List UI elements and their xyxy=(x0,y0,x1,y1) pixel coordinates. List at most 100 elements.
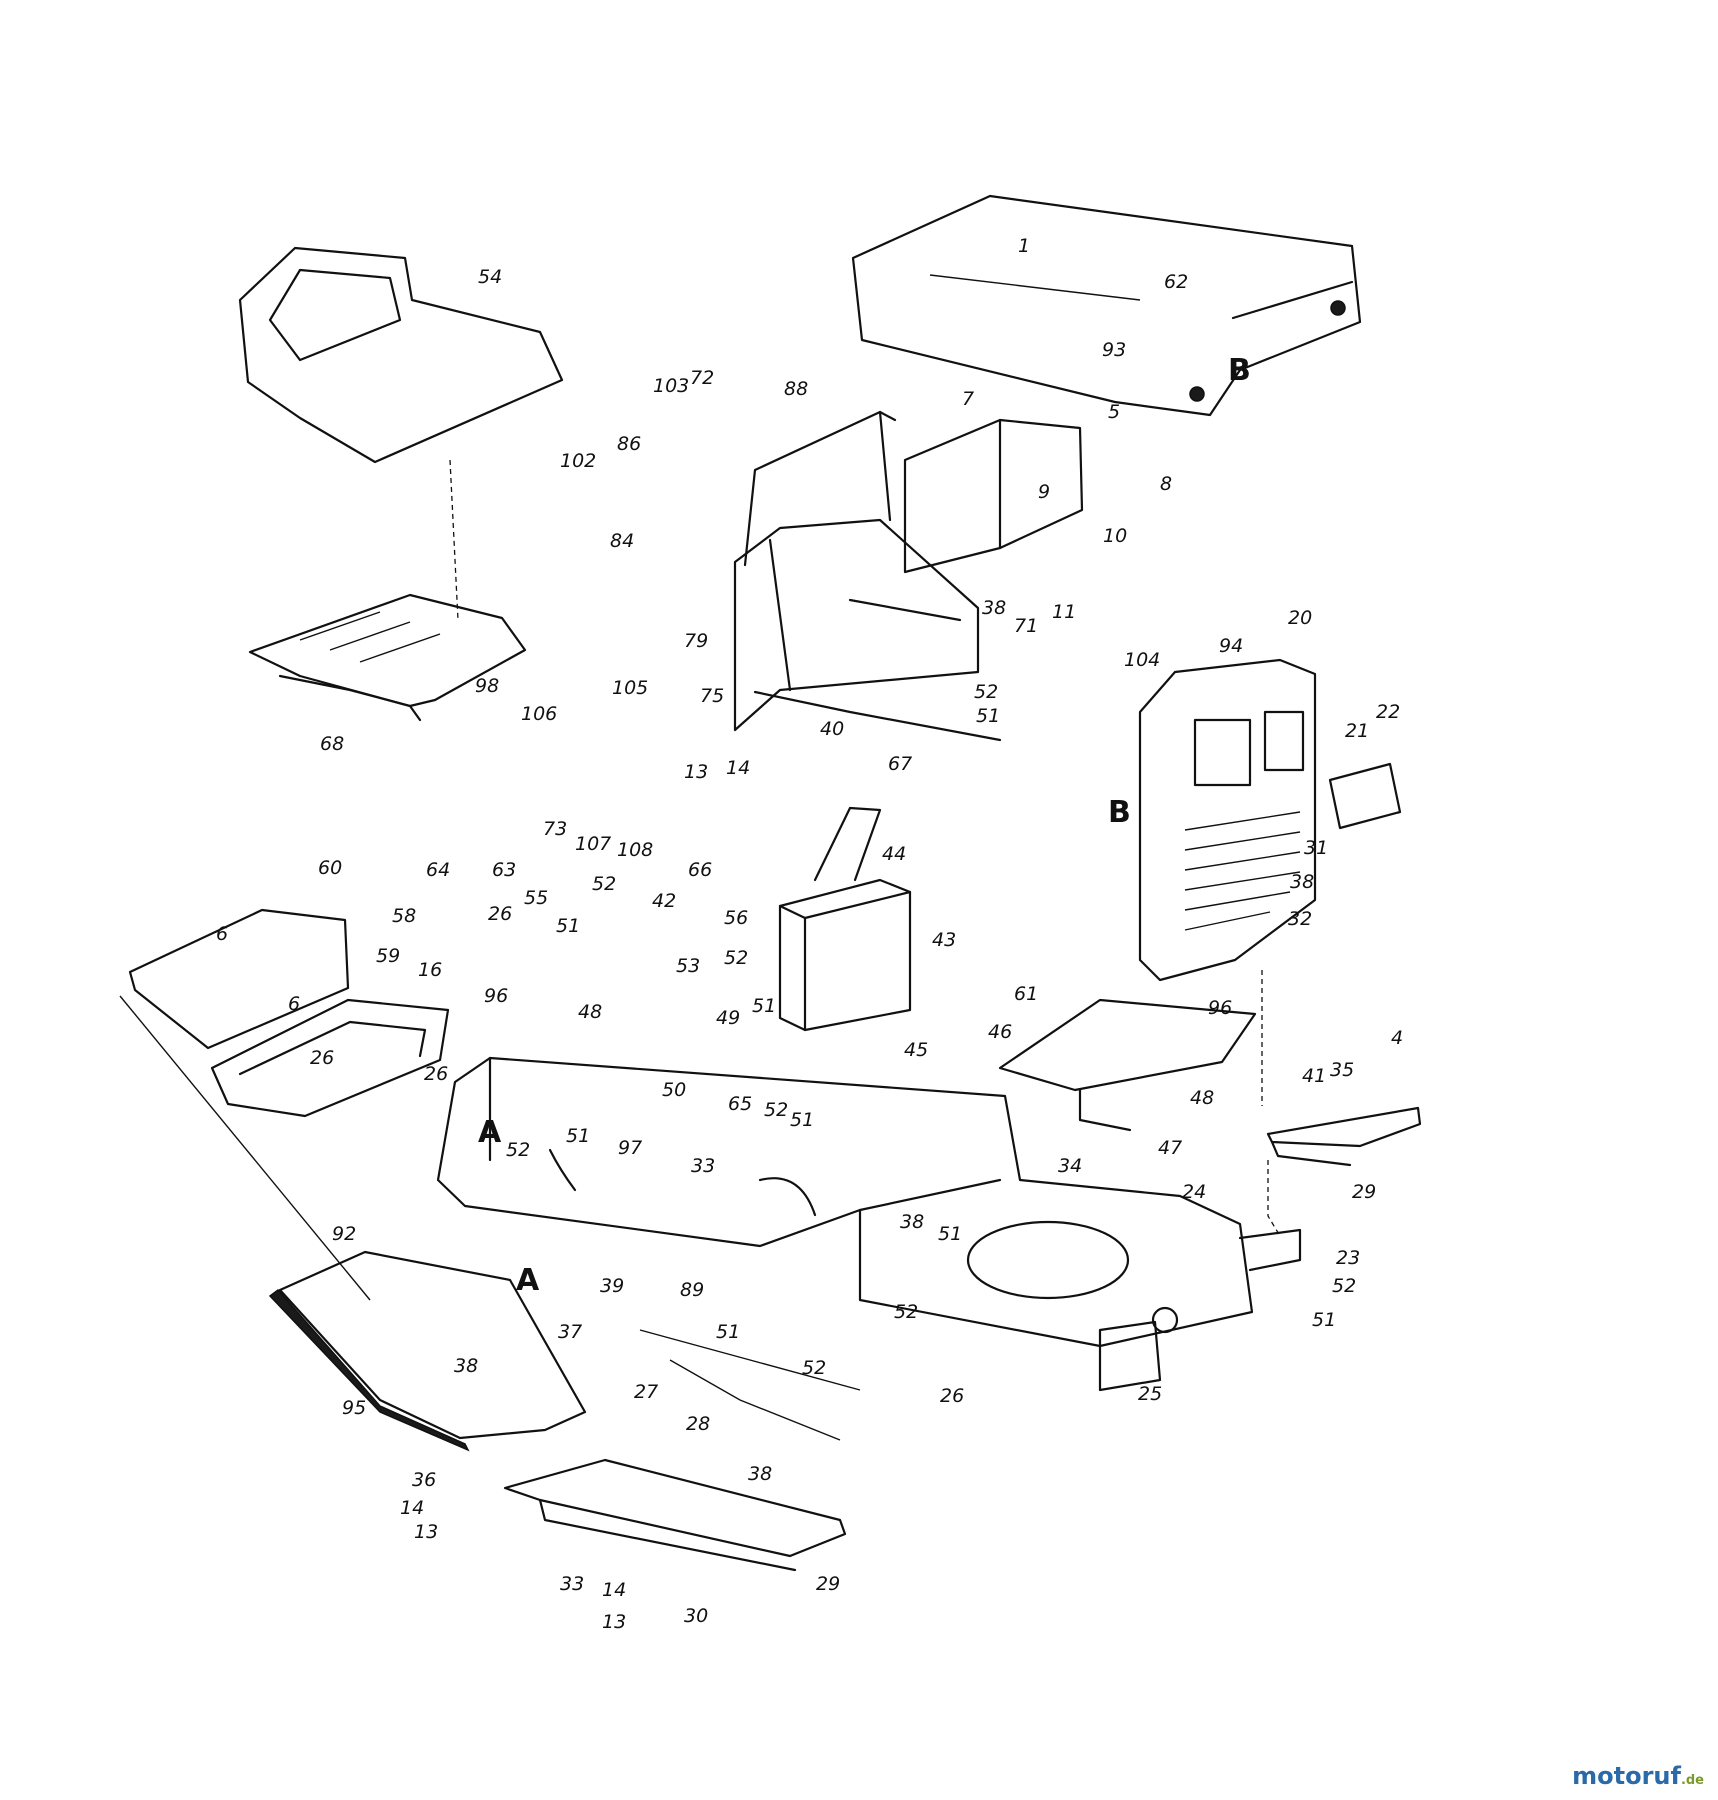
callout-38-frame: 38 xyxy=(900,1211,924,1233)
callout-9: 9 xyxy=(1038,481,1050,503)
battery-part xyxy=(778,806,912,1032)
footrest-plate-part xyxy=(128,908,350,1050)
callout-45: 45 xyxy=(904,1039,928,1061)
headlight-part xyxy=(1328,762,1402,830)
callout-31: 31 xyxy=(1304,837,1328,859)
callout-22: 22 xyxy=(1376,701,1400,723)
callout-25: 25 xyxy=(1138,1383,1162,1405)
callout-88: 88 xyxy=(784,378,808,400)
callout-96-left: 96 xyxy=(484,985,508,1007)
callout-38-fender: 38 xyxy=(454,1355,478,1377)
callout-55: 55 xyxy=(524,887,548,909)
callout-14-lower-a: 14 xyxy=(400,1497,424,1519)
callout-52-b: 52 xyxy=(724,947,748,969)
callout-48-left: 48 xyxy=(578,1001,602,1023)
callout-29-left: 29 xyxy=(816,1573,840,1595)
callout-44: 44 xyxy=(882,843,906,865)
battery-tray-part xyxy=(210,998,450,1118)
callout-40: 40 xyxy=(820,718,844,740)
callout-59: 59 xyxy=(376,945,400,967)
callout-26-c: 26 xyxy=(424,1063,448,1085)
callout-64: 64 xyxy=(426,859,450,881)
callout-53: 53 xyxy=(676,955,700,977)
callout-43: 43 xyxy=(932,929,956,951)
rear-fender-part xyxy=(268,1250,587,1452)
callout-16: 16 xyxy=(418,959,442,981)
callout-61: 61 xyxy=(1014,983,1038,1005)
section-markers: A A B B xyxy=(478,353,1251,1298)
section-marker-b-grille: B xyxy=(1108,795,1131,830)
callout-42: 42 xyxy=(652,890,676,912)
callout-13-lower-a: 13 xyxy=(414,1521,438,1543)
right-running-board-part xyxy=(1266,1106,1422,1167)
callout-6-b: 6 xyxy=(288,993,300,1015)
callout-51-a: 51 xyxy=(556,915,580,937)
callout-51-frame: 51 xyxy=(938,1223,962,1245)
callout-26-lower: 26 xyxy=(940,1385,964,1407)
callout-labels: 1 54 62 93 7 5 8 9 103 72 88 86 102 84 7… xyxy=(216,235,1403,1633)
callout-51-b: 51 xyxy=(752,995,776,1017)
section-marker-a-frame: A xyxy=(478,1115,502,1150)
callout-60: 60 xyxy=(318,857,342,879)
motoruf-watermark: motoruf.de xyxy=(1572,1762,1704,1790)
callout-106: 106 xyxy=(521,703,557,725)
callout-107: 107 xyxy=(575,833,611,855)
callout-84: 84 xyxy=(610,530,634,552)
section-marker-a-fender: A xyxy=(516,1263,540,1298)
callout-13-lower-b: 13 xyxy=(602,1611,626,1633)
callout-33-upper: 33 xyxy=(691,1155,715,1177)
callout-86: 86 xyxy=(617,433,641,455)
grille-housing-part xyxy=(1138,658,1317,982)
callout-8: 8 xyxy=(1160,473,1172,495)
watermark-brand: motoruf xyxy=(1572,1762,1681,1790)
callout-65: 65 xyxy=(728,1093,752,1115)
callout-51-lower: 51 xyxy=(716,1321,740,1343)
watermark-tld: .de xyxy=(1680,1773,1704,1788)
callout-58: 58 xyxy=(392,905,416,927)
callout-51-c: 51 xyxy=(566,1125,590,1147)
callout-32: 32 xyxy=(1288,908,1312,930)
callout-11: 11 xyxy=(1052,601,1076,623)
dash-console-part xyxy=(733,518,1002,742)
callout-52-a: 52 xyxy=(592,873,616,895)
front-axle-bracket-part xyxy=(1098,1228,1302,1392)
callout-54: 54 xyxy=(478,266,502,288)
callout-24: 24 xyxy=(1182,1181,1206,1203)
callout-14-lower-b: 14 xyxy=(602,1579,626,1601)
section-marker-b-hood: B xyxy=(1228,353,1251,388)
callout-92: 92 xyxy=(332,1223,356,1245)
callout-108: 108 xyxy=(617,839,653,861)
callout-62: 62 xyxy=(1164,271,1188,293)
callout-10: 10 xyxy=(1103,525,1127,547)
callout-5: 5 xyxy=(1108,401,1120,423)
callout-51-d: 51 xyxy=(790,1109,814,1131)
callout-50: 50 xyxy=(662,1079,686,1101)
callout-1: 1 xyxy=(1018,235,1030,257)
callout-96-right: 96 xyxy=(1208,997,1232,1019)
callout-52-upper: 52 xyxy=(974,681,998,703)
main-frame-part xyxy=(436,1056,1254,1348)
callout-79: 79 xyxy=(684,630,708,652)
callout-37: 37 xyxy=(558,1321,582,1343)
callout-97: 97 xyxy=(618,1137,642,1159)
steering-bracket-part xyxy=(743,410,897,567)
callout-38-upper: 38 xyxy=(982,597,1006,619)
callout-39: 39 xyxy=(600,1275,624,1297)
callout-47: 47 xyxy=(1158,1137,1182,1159)
callout-51-upper: 51 xyxy=(976,705,1000,727)
callout-89: 89 xyxy=(680,1279,704,1301)
assembly-lines xyxy=(119,970,1281,1441)
callout-63: 63 xyxy=(492,859,516,881)
callout-52-d: 52 xyxy=(764,1099,788,1121)
callout-28: 28 xyxy=(686,1413,710,1435)
callout-103: 103 xyxy=(653,375,689,397)
callout-33-lower: 33 xyxy=(560,1573,584,1595)
callout-68: 68 xyxy=(320,733,344,755)
callout-51-right: 51 xyxy=(1312,1309,1336,1331)
callout-102: 102 xyxy=(560,450,596,472)
callout-29-right: 29 xyxy=(1352,1181,1376,1203)
callout-34: 34 xyxy=(1058,1155,1082,1177)
hood-part xyxy=(851,194,1362,417)
callout-41: 41 xyxy=(1302,1065,1326,1087)
